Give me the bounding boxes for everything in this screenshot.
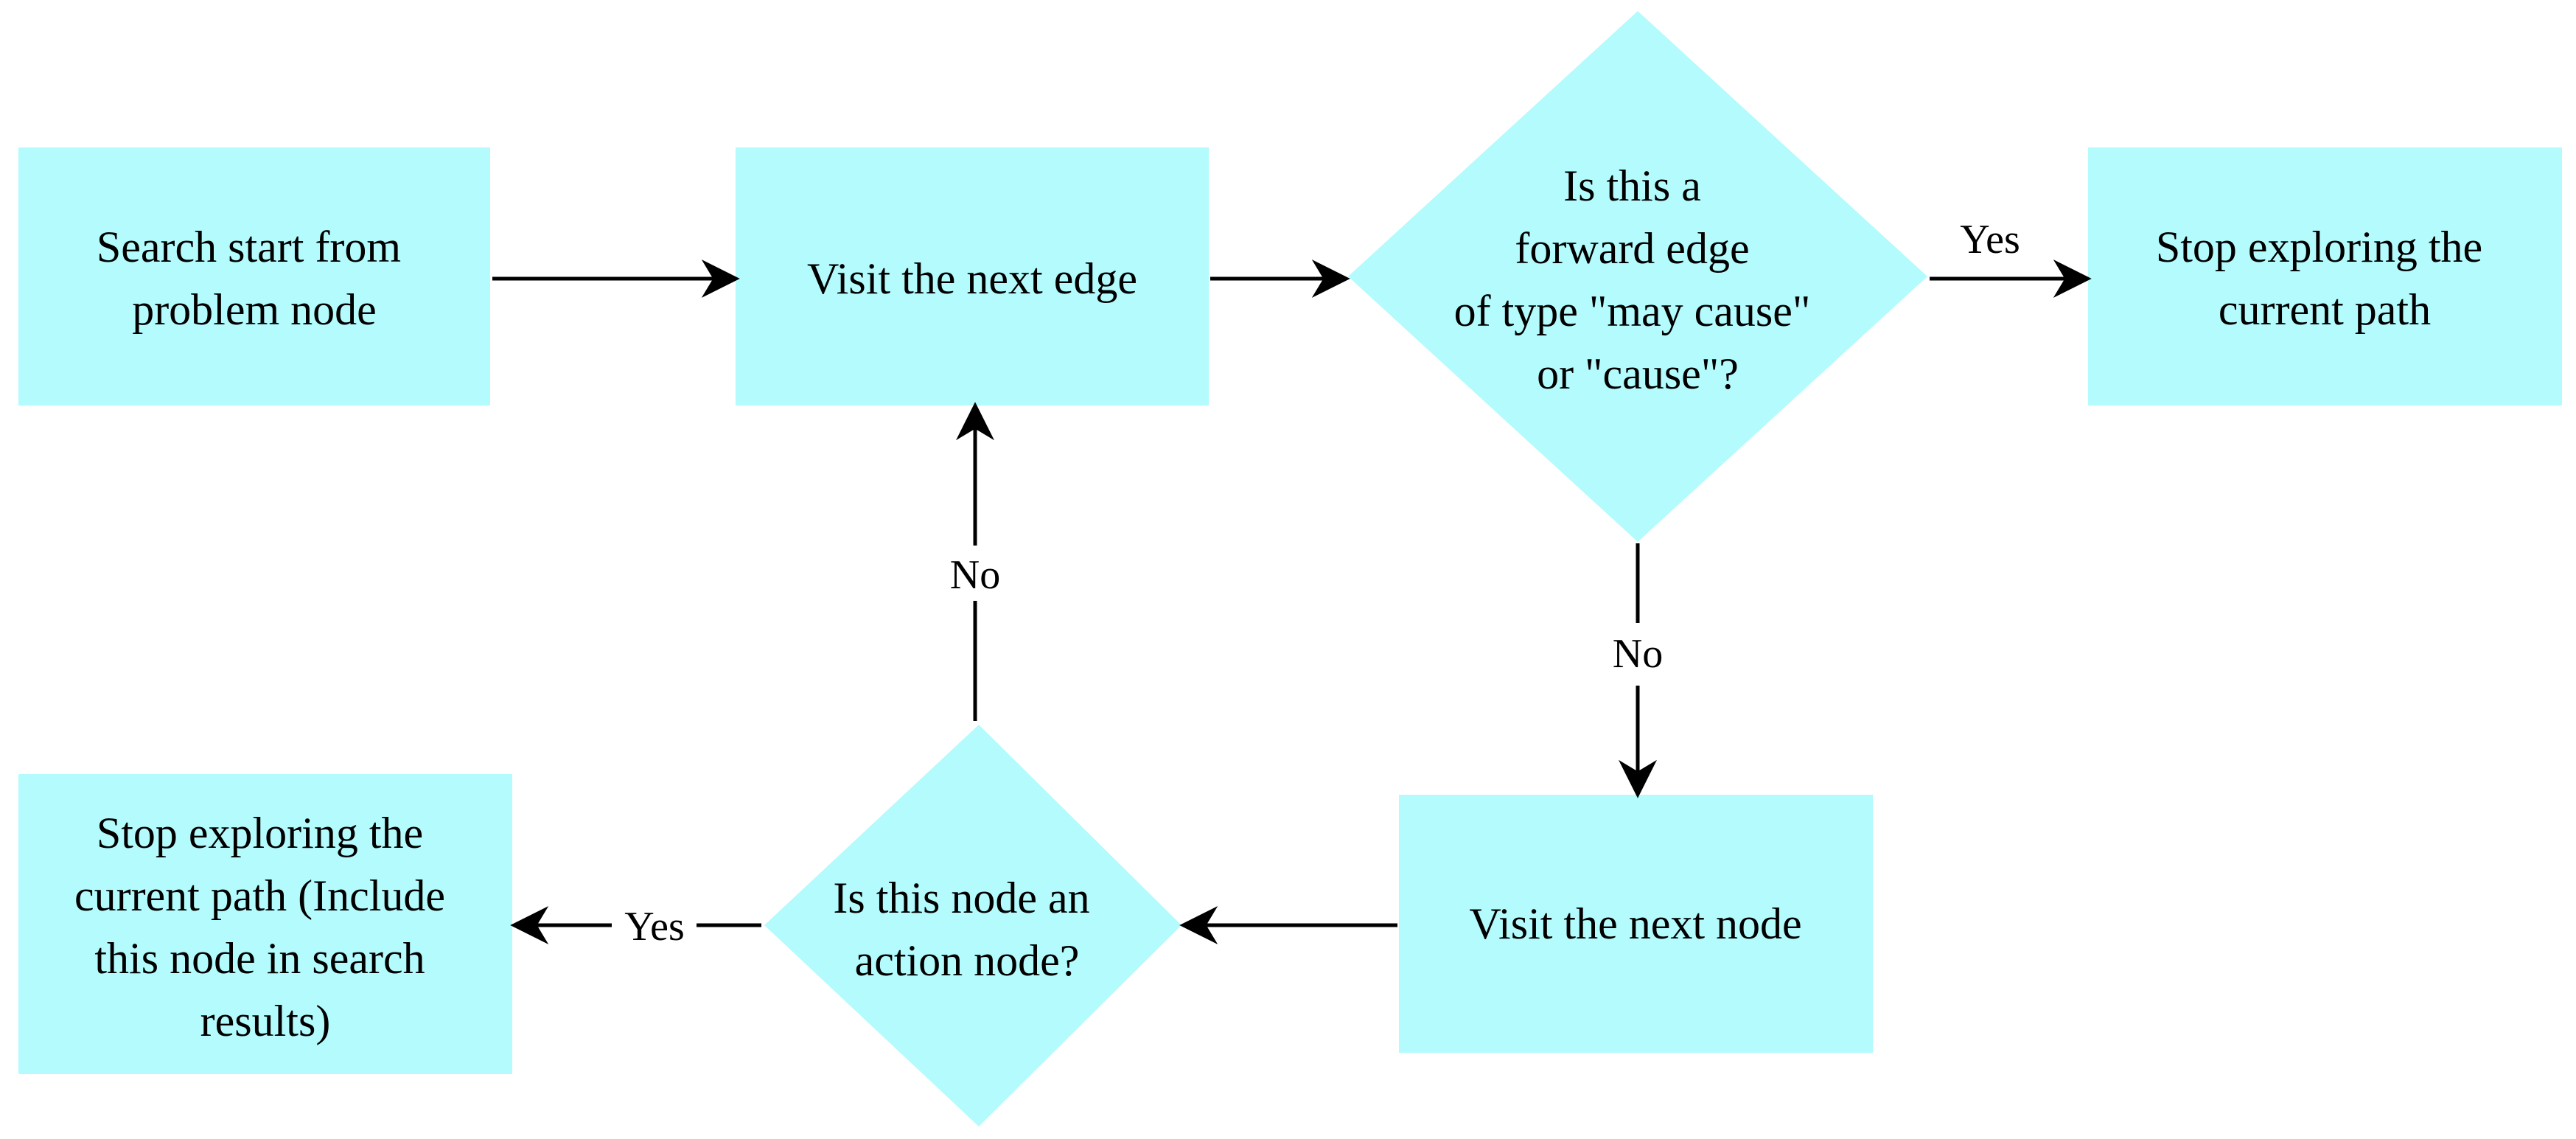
stop-path-label: Stop exploring the current path: [2156, 223, 2493, 334]
visit-edge-node: Visit the next edge: [736, 147, 1209, 405]
visit-node-line-1: Visit the next node: [1469, 899, 1801, 948]
stop-path-line-2: current path: [2219, 285, 2431, 334]
stop-include-label: Stop exploring the current path (Include…: [74, 809, 456, 1045]
stop-include-line-1: Stop exploring the: [97, 809, 423, 857]
start-label-line-1: Search start from: [97, 223, 401, 271]
stop-include-line-4: results): [200, 997, 331, 1045]
forward-edge-decision-node: Is this a forward edge of type "may caus…: [1348, 11, 1927, 542]
forward-edge-line-4: or "cause"?: [1537, 349, 1739, 398]
visit-node-box: [1399, 795, 1873, 1053]
start-node: Search start from problem node: [18, 147, 490, 405]
action-decision-diamond: [764, 725, 1181, 1126]
stop-include-line-2: current path (Include: [74, 871, 445, 920]
stop-include-node: Stop exploring the current path (Include…: [18, 774, 512, 1074]
stop-include-line-3: this node in search: [94, 934, 425, 983]
stop-path-node: Stop exploring the current path: [2088, 147, 2562, 405]
forward-edge-line-1: Is this a: [1563, 161, 1701, 210]
edge-label-action-no: No: [950, 552, 1000, 598]
visit-node-label: Visit the next node: [1469, 899, 1801, 948]
forward-edge-decision-label: Is this a forward edge of type "may caus…: [1454, 161, 1822, 398]
visit-edge-label: Visit the next edge: [807, 254, 1137, 303]
forward-edge-diamond: [1348, 11, 1927, 542]
start-box: [18, 147, 490, 405]
action-decision-line-1: Is this node an: [833, 874, 1089, 922]
visit-edge-label-line-1: Visit the next edge: [807, 254, 1137, 303]
visit-edge-box: [736, 147, 1209, 405]
stop-path-box: [2088, 147, 2562, 405]
stop-include-box: [18, 774, 512, 1074]
stop-path-line-1: Stop exploring the: [2156, 223, 2482, 271]
edge-label-action-yes: Yes: [624, 904, 684, 950]
action-decision-label: Is this node an action node?: [833, 874, 1100, 985]
visit-node-node: Visit the next node: [1399, 795, 1873, 1053]
edge-label-forward-no: No: [1613, 631, 1663, 677]
forward-edge-line-2: forward edge: [1515, 224, 1749, 273]
edge-label-forward-yes: Yes: [1960, 217, 2020, 262]
action-decision-line-2: action node?: [855, 936, 1080, 985]
forward-edge-line-3: of type "may cause": [1454, 287, 1811, 335]
action-decision-node: Is this node an action node?: [764, 725, 1181, 1126]
start-label: Search start from problem node: [97, 223, 412, 334]
start-label-line-2: problem node: [132, 285, 377, 334]
